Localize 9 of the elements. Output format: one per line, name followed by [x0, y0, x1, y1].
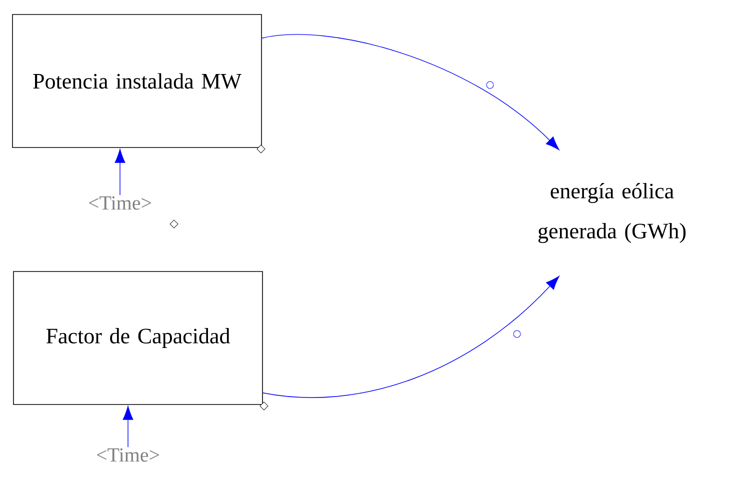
shadow-variable: <Time> — [96, 448, 160, 462]
variable-name: energía eólica generada (GWh) — [538, 182, 686, 244]
arrow — [122, 406, 134, 448]
variable-box: Factor de Capacidad — [13, 271, 263, 405]
arrow — [262, 34, 560, 150]
arrow — [262, 276, 560, 398]
variable-box: Potencia instalada MW — [12, 14, 262, 148]
shadow-variable: <Time> — [88, 196, 152, 210]
arrow — [114, 149, 126, 196]
